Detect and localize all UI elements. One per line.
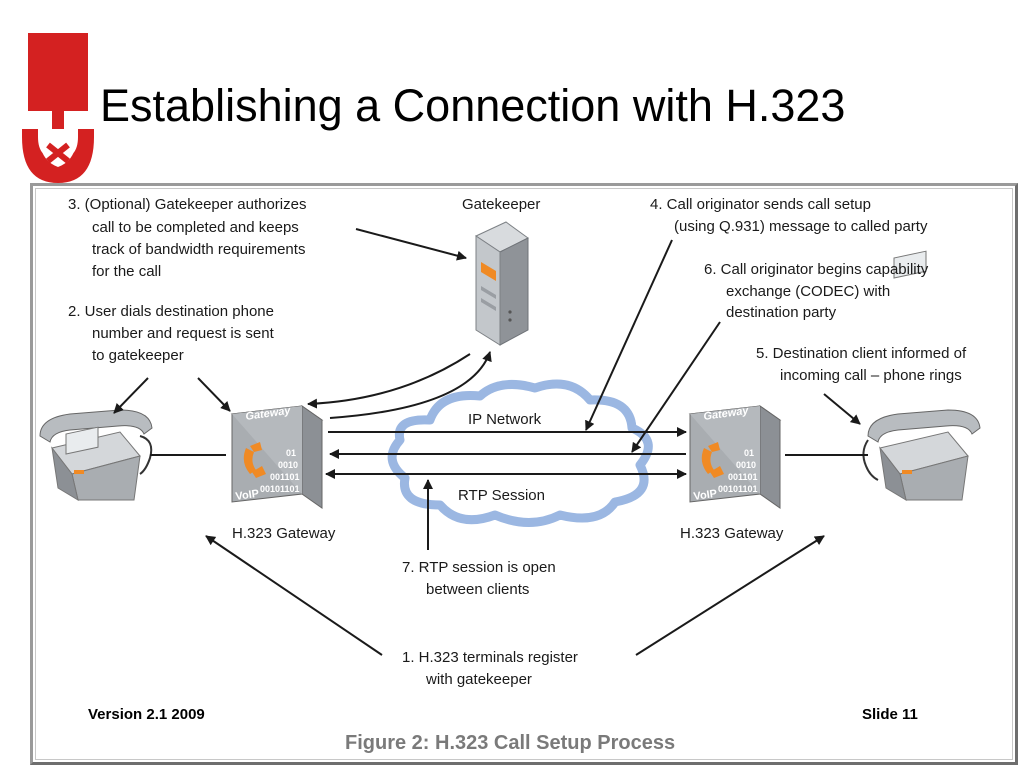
svg-text:6. Call originator begins capa: 6. Call originator begins capability xyxy=(704,261,929,278)
svg-text:7. RTP session is open: 7. RTP session is open xyxy=(402,559,556,576)
left-binary-1: 01 xyxy=(286,448,296,458)
svg-text:4. Call originator sends call: 4. Call originator sends call setup xyxy=(650,196,871,213)
svg-text:to gatekeeper: to gatekeeper xyxy=(92,347,184,364)
svg-text:1. H.323 terminals register: 1. H.323 terminals register xyxy=(402,649,578,666)
left-binary-4: 00101101 xyxy=(260,484,300,494)
right-voip-badge: VoIP xyxy=(693,488,718,503)
gatekeeper-label: Gatekeeper xyxy=(462,196,540,213)
logo-icon xyxy=(22,33,94,183)
step-2-annotation: 2. User dials destination phone number a… xyxy=(68,303,275,364)
right-telephone-icon xyxy=(862,250,981,502)
left-voip-badge: VoIP xyxy=(235,488,260,503)
left-binary-3: 001101 xyxy=(270,472,300,482)
gatekeeper-server-icon xyxy=(474,221,529,346)
footer-slide-number: Slide 11 xyxy=(862,706,918,723)
svg-text:exchange (CODEC) with: exchange (CODEC) with xyxy=(726,283,890,300)
right-binary-1: 01 xyxy=(744,448,754,458)
svg-text:5. Destination client informed: 5. Destination client informed of xyxy=(756,345,967,362)
left-gateway-icon: Gateway 01 0010 001101 00101101 VoIP xyxy=(230,405,324,509)
svg-text:with gatekeeper: with gatekeeper xyxy=(425,671,532,688)
figure-caption: Figure 2: H.323 Call Setup Process xyxy=(345,732,676,754)
right-binary-2: 0010 xyxy=(736,460,756,470)
right-gateway-label: H.323 Gateway xyxy=(680,525,784,542)
svg-text:between clients: between clients xyxy=(426,581,529,598)
step-1-annotation: 1. H.323 terminals register with gatekee… xyxy=(402,649,578,688)
svg-text:destination party: destination party xyxy=(726,304,837,321)
svg-text:2. User dials destination phon: 2. User dials destination phone xyxy=(68,303,274,320)
right-binary-3: 001101 xyxy=(728,472,758,482)
step-3-annotation: 3. (Optional) Gatekeeper authorizes call… xyxy=(68,196,306,280)
left-telephone-icon xyxy=(39,409,153,502)
footer-version: Version 2.1 2009 xyxy=(88,706,205,723)
rtp-session-label: RTP Session xyxy=(458,487,545,504)
right-binary-4: 00101101 xyxy=(718,484,758,494)
svg-text:track of bandwidth requirement: track of bandwidth requirements xyxy=(92,241,305,258)
svg-text:for the call: for the call xyxy=(92,263,161,280)
slide-title: Establishing a Connection with H.323 xyxy=(100,80,846,131)
step-6-annotation: 6. Call originator begins capability exc… xyxy=(704,261,929,321)
step-4-annotation: 4. Call originator sends call setup (usi… xyxy=(650,196,928,235)
left-gateway-label: H.323 Gateway xyxy=(232,525,336,542)
left-binary-2: 0010 xyxy=(278,460,298,470)
svg-text:(using Q.931) message to calle: (using Q.931) message to called party xyxy=(674,218,928,235)
svg-text:call to be completed and keeps: call to be completed and keeps xyxy=(92,219,299,236)
svg-text:3. (Optional) Gatekeeper autho: 3. (Optional) Gatekeeper authorizes xyxy=(68,196,306,213)
connection-lines xyxy=(113,228,868,656)
step-5-annotation: 5. Destination client informed of incomi… xyxy=(756,345,967,384)
ip-network-label: IP Network xyxy=(468,411,542,428)
right-gateway-icon: Gateway 01 0010 001101 00101101 VoIP xyxy=(688,405,782,509)
svg-text:number and request is sent: number and request is sent xyxy=(92,325,275,342)
step-7-annotation: 7. RTP session is open between clients xyxy=(402,559,556,598)
svg-text:incoming call – phone rings: incoming call – phone rings xyxy=(780,367,962,384)
